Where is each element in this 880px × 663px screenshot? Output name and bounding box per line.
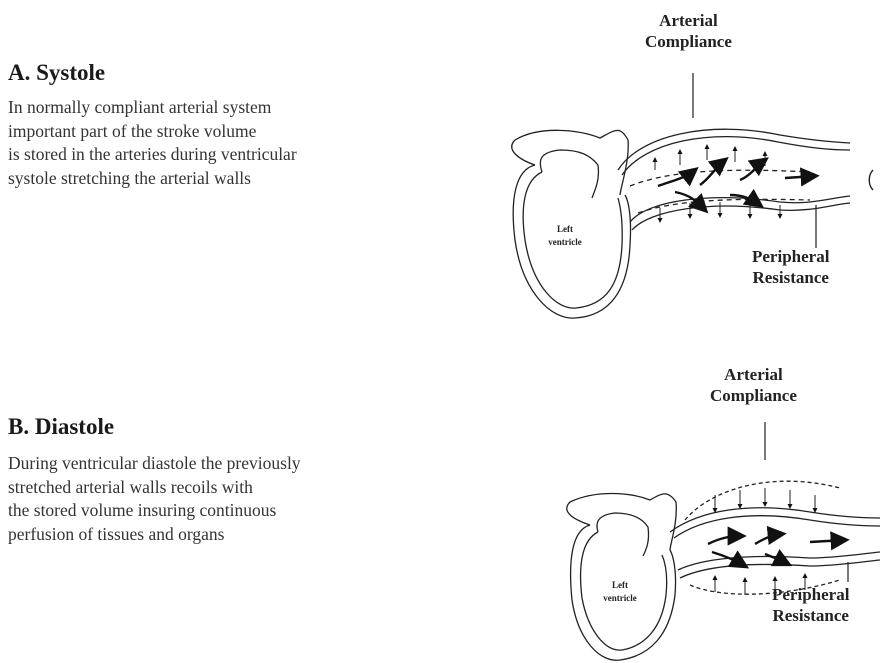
systole-title: A. Systole — [8, 60, 105, 86]
systole-description-line: In normally compliant arterial system — [8, 96, 297, 120]
systole-ventricle-label-line1: Left — [557, 224, 573, 234]
systole-artery-walls — [618, 129, 850, 230]
systole-heart-artery-diagram: Left ventricle — [480, 0, 880, 330]
diastole-flow-arrows — [708, 534, 845, 566]
outlet-arc — [869, 170, 873, 190]
diastole-ventricle-label-line1: Left — [612, 580, 628, 590]
diastole-description-line: During ventricular diastole the previous… — [8, 452, 301, 476]
diastole-wall-recoil-arrows — [715, 488, 815, 595]
diastole-diagram-svg: Left ventricle — [480, 330, 880, 663]
diastole-title: B. Diastole — [8, 414, 114, 440]
diastole-ventricle-label-line2: ventricle — [603, 593, 636, 603]
systole-description-line: important part of the stroke volume — [8, 120, 297, 144]
diastole-description-line: stretched arterial walls recoils with — [8, 476, 301, 500]
systole-panel: A. Systole In normally compliant arteria… — [0, 0, 880, 330]
diastole-heart-artery-diagram: Left ventricle — [480, 330, 880, 663]
systole-description-line: is stored in the arteries during ventric… — [8, 143, 297, 167]
diastole-description-line: perfusion of tissues and organs — [8, 523, 301, 547]
diastole-description-line: the stored volume insuring continuous — [8, 499, 301, 523]
systole-description: In normally compliant arterial system im… — [8, 96, 297, 190]
left-ventricle-shape — [567, 494, 677, 661]
systole-description-line: systole stretching the arterial walls — [8, 167, 297, 191]
diastole-panel: B. Diastole During ventricular diastole … — [0, 330, 880, 663]
diastole-description: During ventricular diastole the previous… — [8, 452, 301, 546]
systole-diagram-svg: Left ventricle — [480, 0, 880, 330]
systole-ventricle-label-line2: ventricle — [548, 237, 581, 247]
